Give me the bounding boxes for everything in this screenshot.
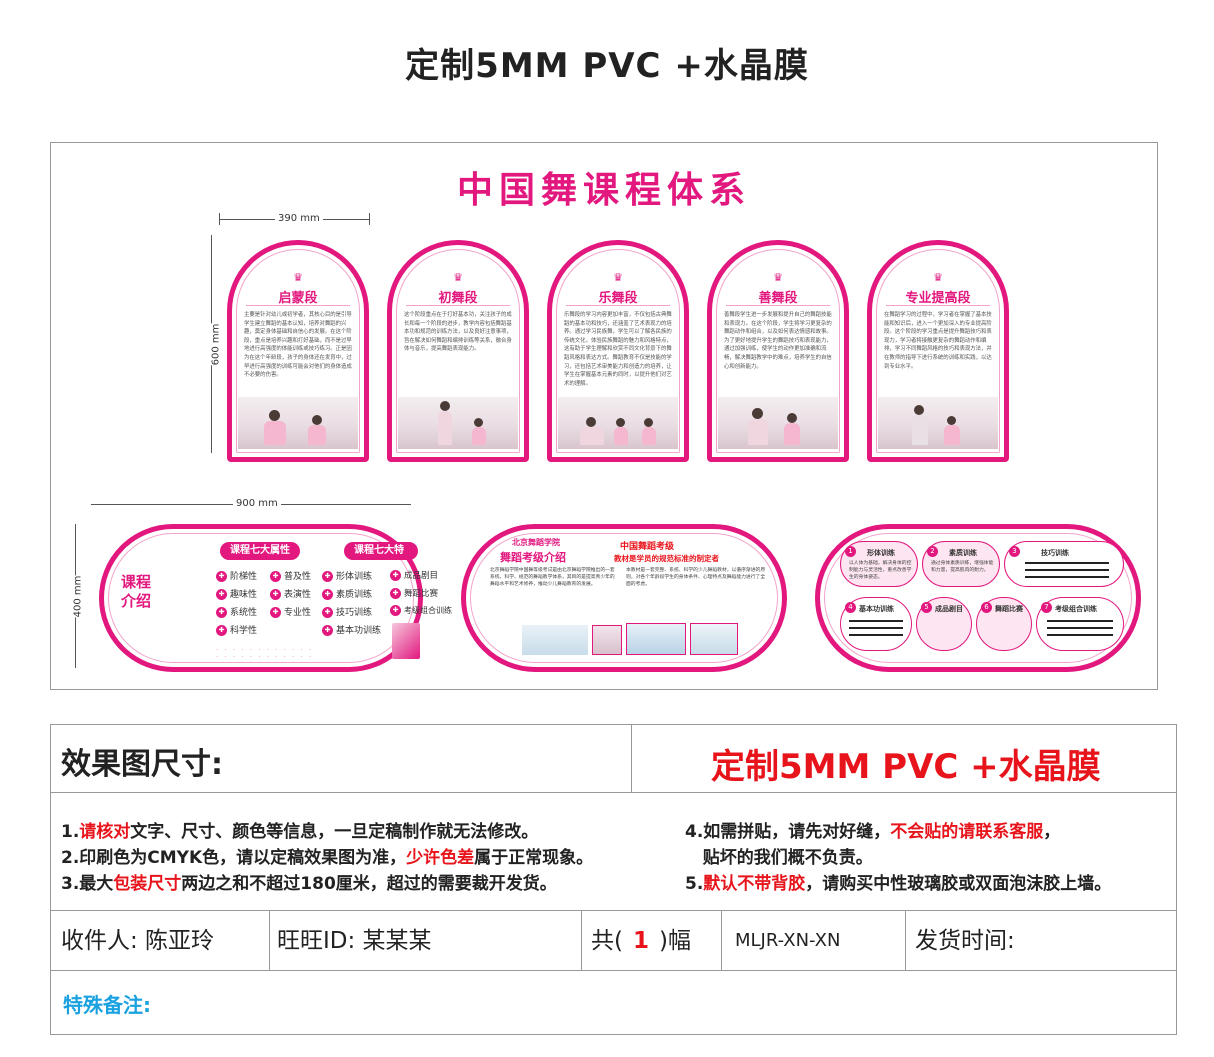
notes-row: 1.请核对文字、尺寸、颜色等信息，一旦定稿制作就无法修改。 2.印刷色为CMYK… bbox=[51, 793, 1176, 911]
exam-text-left: 北京舞蹈学院中国舞等级考试是由北京舞蹈学院推出的一套系统、科学、规范的舞蹈教学体… bbox=[490, 568, 615, 587]
feature-item: 成品剧目 bbox=[390, 569, 438, 581]
feature-item: 基本功训练 bbox=[322, 623, 381, 636]
exam-photo bbox=[626, 623, 686, 655]
stage-photo bbox=[398, 397, 518, 449]
training-box: 4 基本功训练 bbox=[840, 597, 912, 651]
stage-text: 善舞段学生进一步发展和提升自己的舞蹈技能和表现力。在这个阶段，学生将学习更复杂的… bbox=[724, 312, 832, 370]
ship-time: 发货时间: bbox=[915, 928, 1015, 954]
size-label: 效果图尺寸: bbox=[61, 747, 223, 782]
training-panel: 1 形体训练 以人体为基础，解决身体的控制能力与灵活性，重点改善学生的身体姿态。… bbox=[815, 524, 1141, 672]
crown-icon: ♛ bbox=[453, 271, 463, 284]
stage-text: 在舞蹈学习的过程中，学习者在掌握了基本技能和知识后，进入一个更加深入的专业提高阶… bbox=[884, 312, 992, 370]
piece-count: 共(1)幅 bbox=[591, 928, 691, 954]
stage-name: 初舞段 bbox=[438, 291, 478, 306]
exam-text-right: 本教材是一套完整、系统、科学的少儿舞蹈教材，以循序渐进的原则，对各个年龄段学生的… bbox=[626, 568, 766, 587]
exam-subtitle-2: 教材是学员的规范标准的制定者 bbox=[614, 554, 719, 563]
exam-intro-panel: 北京舞蹈学院 舞蹈考级介绍 中国舞蹈考级 教材是学员的规范标准的制定者 北京舞蹈… bbox=[461, 524, 787, 672]
order-info-table: 效果图尺寸: 定制5MM PVC +水晶膜 1.请核对文字、尺寸、颜色等信息，一… bbox=[50, 724, 1177, 1035]
training-box: 5 成品剧目 bbox=[916, 597, 972, 651]
attribute-item: 趣味性 bbox=[216, 587, 257, 600]
feature-item: 技巧训练 bbox=[322, 605, 372, 618]
remark-label: 特殊备注: bbox=[63, 993, 151, 1017]
training-box: 7 考级组合训练 bbox=[1036, 597, 1124, 651]
school-name: 北京舞蹈学院 bbox=[512, 538, 560, 547]
wangwang-id: 旺旺ID: 某某某 bbox=[277, 928, 432, 954]
exam-photo bbox=[592, 625, 622, 655]
exam-subtitle: 中国舞蹈考级 bbox=[620, 542, 675, 552]
attributes-label: 课程七大属性 bbox=[220, 542, 300, 560]
training-box: 2 素质训练 通过身体素质训练，增强体能和力量，提高肌肉的耐力。 bbox=[922, 541, 1000, 587]
feature-item: 素质训练 bbox=[322, 587, 372, 600]
feature-item: 考级组合训练 bbox=[390, 605, 452, 616]
oval-height-label: 400 mm bbox=[72, 575, 84, 618]
dimension-tick bbox=[219, 213, 220, 225]
material-label: 定制5MM PVC +水晶膜 bbox=[711, 747, 1101, 787]
shipping-row: 收件人: 陈亚玲 旺旺ID: 某某某 共(1)幅 MLJR-XN-XN 发货时间… bbox=[51, 911, 1176, 971]
stage-photo bbox=[718, 397, 838, 449]
stage-photo bbox=[238, 397, 358, 449]
features-label: 课程七大特色 bbox=[344, 542, 418, 574]
crown-icon: ♛ bbox=[933, 271, 943, 284]
crown-icon: ♛ bbox=[773, 271, 783, 284]
course-intro-panel: 课程介绍 课程七大属性 课程七大特色 阶梯性 普及性 趣味性 表演性 系统性 专… bbox=[99, 524, 452, 672]
note-4: 4.如需拼贴，请先对好缝，不会贴的请联系客服， bbox=[685, 822, 1061, 842]
oval-width-label: 900 mm bbox=[233, 498, 281, 509]
training-box: 1 形体训练 以人体为基础，解决身体的控制能力与灵活性，重点改善学生的身体姿态。 bbox=[840, 541, 918, 587]
note-3: 3.最大包装尺寸两边之和不超过180厘米，超过的需要裁开发货。 bbox=[61, 874, 557, 894]
exam-photo bbox=[690, 623, 738, 655]
note-2: 2.印刷色为CMYK色，请以定稿效果图为准，少许色差属于正常现象。 bbox=[61, 848, 594, 868]
stage-name: 专业提高段 bbox=[905, 291, 971, 306]
book-image bbox=[392, 623, 420, 659]
attribute-item: 系统性 bbox=[216, 605, 257, 618]
feature-item: 舞蹈比赛 bbox=[390, 587, 438, 599]
attribute-item: 科学性 bbox=[216, 623, 257, 636]
stage-text: 乐舞段的学习内容更加丰富，不仅包括古典舞蹈的基本功和技巧，还涵盖了艺术表现力的培… bbox=[564, 312, 672, 387]
size-row: 效果图尺寸: 定制5MM PVC +水晶膜 bbox=[51, 725, 1176, 793]
exam-photo bbox=[522, 625, 588, 655]
stage-photo bbox=[558, 397, 678, 449]
dimension-tick bbox=[369, 213, 370, 225]
training-box: 3 技巧训练 bbox=[1004, 541, 1124, 587]
stage-card: ♛ 启蒙段 主要是针对幼儿或初学者，其核心目的是引导学生建立舞蹈的基本认知，培养… bbox=[227, 240, 369, 462]
stage-name: 启蒙段 bbox=[278, 291, 318, 306]
feature-item: 形体训练 bbox=[322, 569, 372, 582]
stage-name: 善舞段 bbox=[758, 291, 798, 306]
stage-card: ♛ 初舞段 这个阶段重点在于打好基本功，关注孩子的成长和每一个阶段的进步，教学内… bbox=[387, 240, 529, 462]
course-intro-title: 课程介绍 bbox=[120, 573, 151, 610]
order-code: MLJR-XN-XN bbox=[735, 930, 841, 951]
crown-icon: ♛ bbox=[293, 271, 303, 284]
stage-card: ♛ 乐舞段 乐舞段的学习内容更加丰富，不仅包括古典舞蹈的基本功和技巧，还涵盖了艺… bbox=[547, 240, 689, 462]
stage-text: 主要是针对幼儿或初学者，其核心目的是引导学生建立舞蹈的基本认知，培养对舞蹈的兴趣… bbox=[244, 312, 352, 379]
attribute-item: 普及性 bbox=[270, 569, 311, 582]
page-title: 定制5MM PVC +水晶膜 bbox=[405, 46, 809, 86]
stage-card: ♛ 专业提高段 在舞蹈学习的过程中，学习者在掌握了基本技能和知识后，进入一个更加… bbox=[867, 240, 1009, 462]
arch-height-label: 600 mm bbox=[210, 323, 222, 366]
stage-text: 这个阶段重点在于打好基本功，关注孩子的成长和每一个阶段的进步，教学内容包括舞蹈基… bbox=[404, 312, 512, 353]
crown-icon: ♛ bbox=[613, 271, 623, 284]
design-preview: 中国舞课程体系 390 mm 600 mm 900 mm 400 mm ♛ 启蒙… bbox=[50, 142, 1158, 690]
note-1: 1.请核对文字、尺寸、颜色等信息，一旦定稿制作就无法修改。 bbox=[61, 822, 539, 842]
attribute-item: 阶梯性 bbox=[216, 569, 257, 582]
decorative-dots: · · · · · · · · · · · ·· · · · · · · · ·… bbox=[216, 646, 314, 661]
board-title: 中国舞课程体系 bbox=[456, 170, 751, 211]
stage-photo bbox=[878, 397, 998, 449]
remark-row: 特殊备注: bbox=[51, 971, 1176, 1035]
exam-title: 舞蹈考级介绍 bbox=[500, 551, 566, 564]
attribute-item: 表演性 bbox=[270, 587, 311, 600]
stage-card: ♛ 善舞段 善舞段学生进一步发展和提升自己的舞蹈技能和表现力。在这个阶段，学生将… bbox=[707, 240, 849, 462]
note-5: 5.默认不带背胶，请购买中性玻璃胶或双面泡沫胶上墙。 bbox=[685, 874, 1112, 894]
note-4-cont: 贴坏的我们概不负责。 bbox=[685, 848, 873, 868]
arch-width-label: 390 mm bbox=[275, 213, 323, 224]
attribute-item: 专业性 bbox=[270, 605, 311, 618]
recipient: 收件人: 陈亚玲 bbox=[61, 928, 215, 954]
stage-name: 乐舞段 bbox=[598, 291, 638, 306]
training-box: 6 舞蹈比赛 bbox=[976, 597, 1032, 651]
